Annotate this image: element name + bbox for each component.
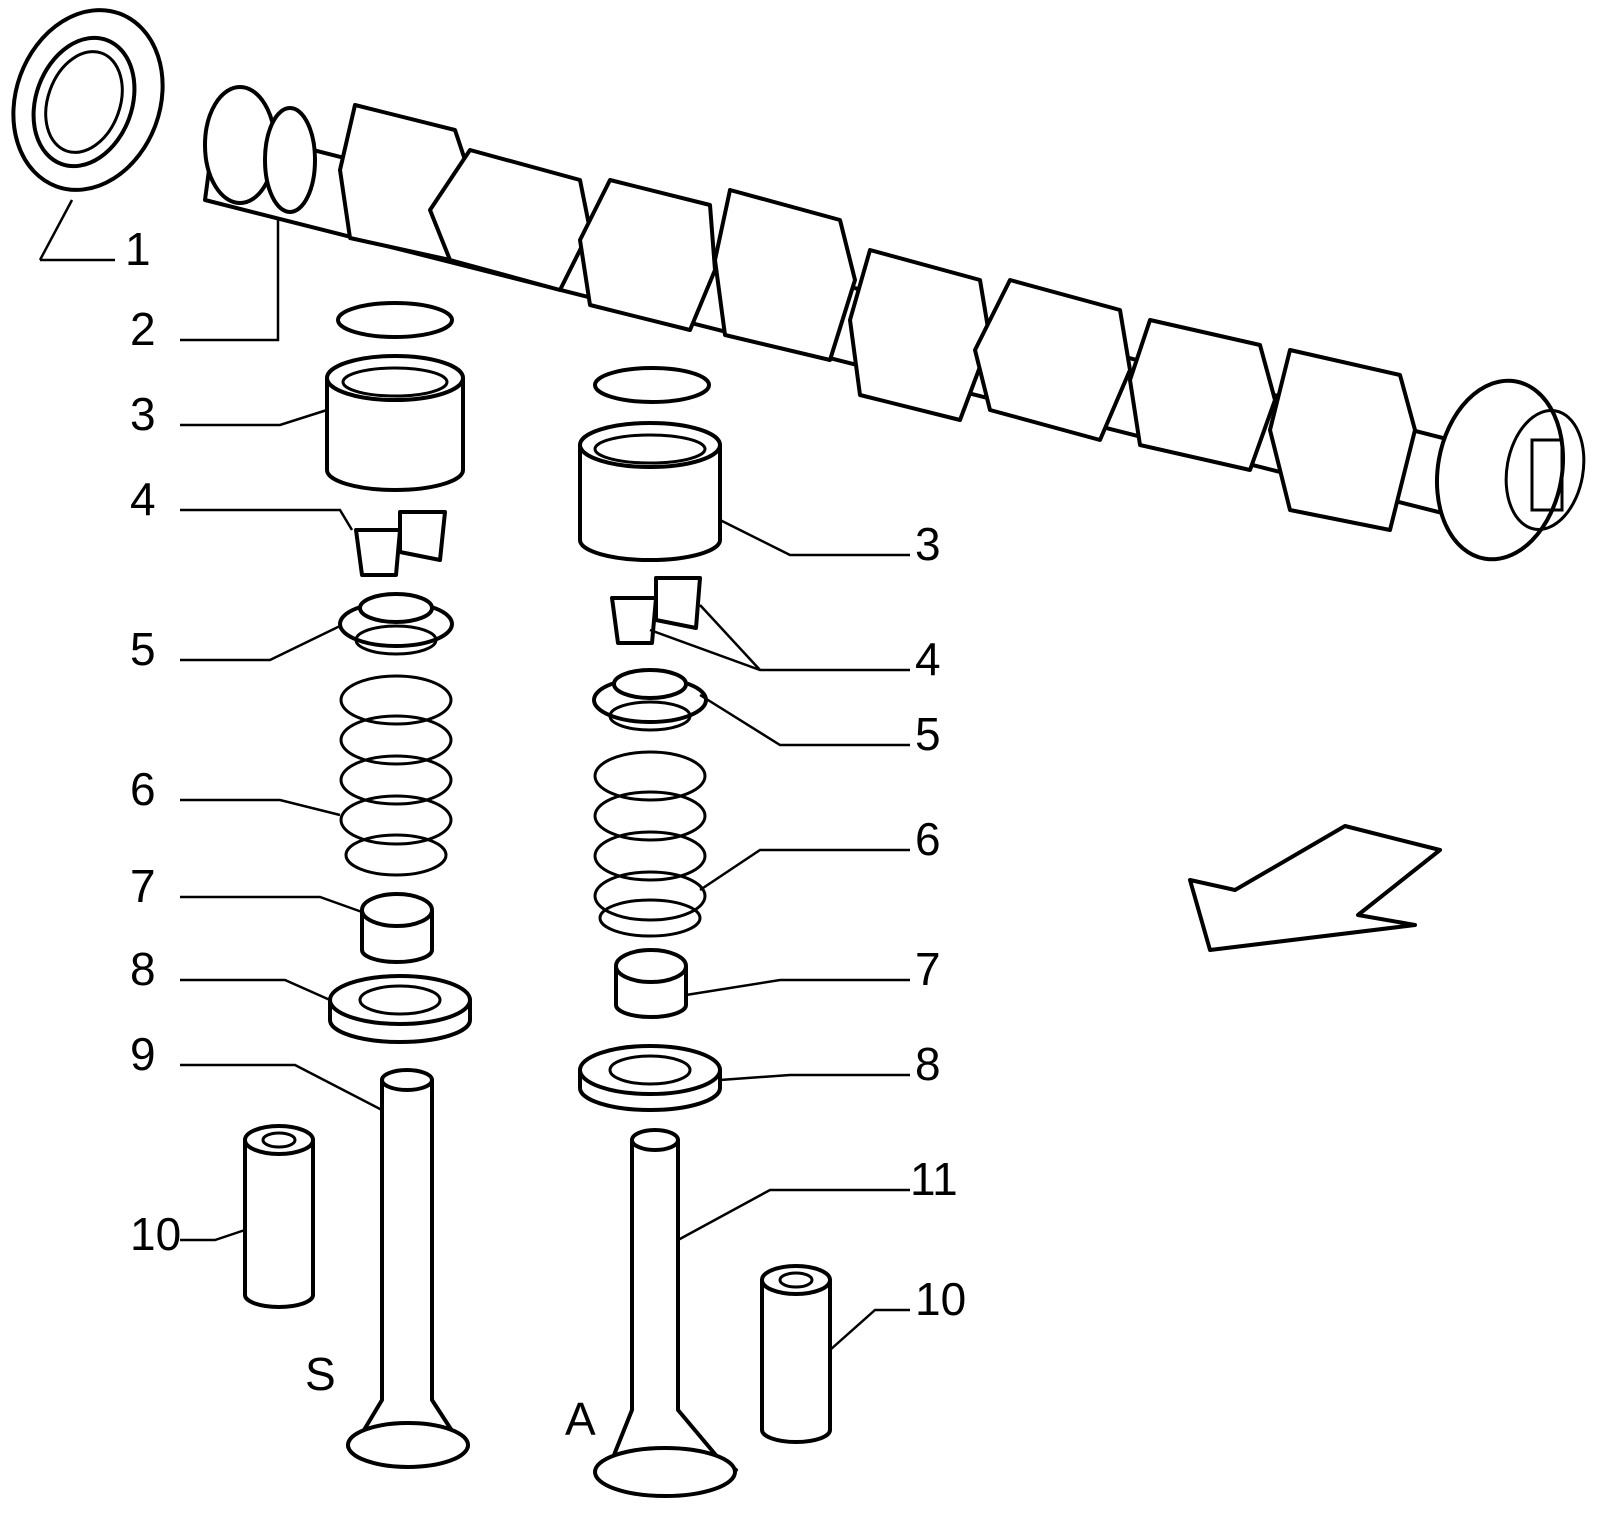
callout-4-right: 4	[915, 633, 941, 685]
spring-seat-right	[578, 1044, 722, 1112]
direction-arrow-icon	[1188, 824, 1442, 952]
intake-valve	[593, 1128, 738, 1498]
callout-6-right: 6	[915, 813, 941, 865]
callout-4-left: 4	[130, 473, 156, 525]
spring-retainer-right	[592, 668, 708, 732]
callout-7-left: 7	[130, 860, 156, 912]
intake-valve-label: A	[565, 1393, 596, 1445]
shim-right	[593, 366, 711, 404]
callout-1: 1	[125, 223, 151, 275]
valve-seal-right	[614, 948, 688, 1019]
tappet-right	[578, 421, 722, 562]
exhaust-valve-label: S	[305, 1348, 336, 1400]
callout-5-left: 5	[130, 623, 156, 675]
spring-retainer-left	[338, 592, 454, 656]
leader-lines	[38, 199, 910, 1351]
callout-3-left: 3	[130, 388, 156, 440]
valve-keepers-right	[610, 576, 702, 645]
spring-seat-left	[328, 974, 472, 1044]
callout-11: 11	[910, 1153, 958, 1205]
exhaust-valve	[346, 1068, 470, 1469]
callout-6-left: 6	[130, 763, 156, 815]
callout-3-right: 3	[915, 518, 941, 570]
camshaft	[203, 85, 1586, 562]
callout-8-right: 8	[915, 1038, 941, 1090]
tappet-left	[325, 354, 465, 492]
callout-9: 9	[130, 1028, 156, 1080]
callout-10-right: 10	[915, 1273, 966, 1325]
oil-seal	[11, 8, 165, 192]
callout-8-left: 8	[130, 943, 156, 995]
callout-7-right: 7	[915, 943, 941, 995]
shim-left	[336, 301, 454, 339]
valve-guide-right	[760, 1264, 832, 1444]
valve-seal-left	[360, 892, 434, 964]
callout-2: 2	[130, 303, 156, 355]
callout-5-right: 5	[915, 708, 941, 760]
valve-guide-left	[243, 1124, 315, 1309]
valve-spring-left	[339, 674, 453, 877]
valve-spring-right	[593, 750, 707, 938]
callout-10-left: 10	[130, 1208, 181, 1260]
valve-keepers-left	[354, 510, 447, 577]
right-valve-assembly	[578, 366, 832, 1498]
left-valve-assembly	[243, 301, 472, 1469]
